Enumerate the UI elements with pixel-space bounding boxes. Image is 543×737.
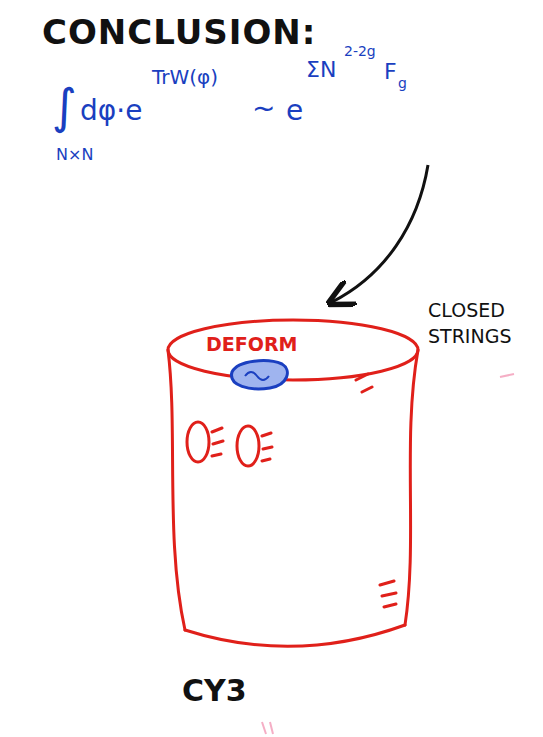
formula-exponent: ΣN (306, 58, 336, 82)
matrix-size: N×N (56, 146, 93, 164)
deformation-blob (232, 361, 288, 389)
formula-part: ~ (252, 94, 275, 125)
integral-sign: ∫ (52, 80, 77, 133)
formula-exponent: F (384, 60, 397, 84)
formula-part: dφ·e (80, 96, 142, 127)
manifold-node: DEFORMCY3 (160, 310, 430, 670)
annotation: CLOSED STRINGS (428, 298, 538, 349)
stray-mark (262, 374, 514, 734)
formula-superscript: 2-2g (344, 44, 376, 59)
slide-title: CONCLUSION: (42, 14, 316, 51)
calabi-yau-cylinder (168, 320, 418, 646)
node-label: DEFORM (206, 334, 297, 355)
node-heading: CY3 (182, 674, 247, 707)
pointer-arrow (332, 165, 428, 302)
formula-part: e (286, 96, 303, 127)
formula-exponent: TrW(φ) (152, 66, 218, 88)
formula-subscript: g (398, 76, 407, 91)
